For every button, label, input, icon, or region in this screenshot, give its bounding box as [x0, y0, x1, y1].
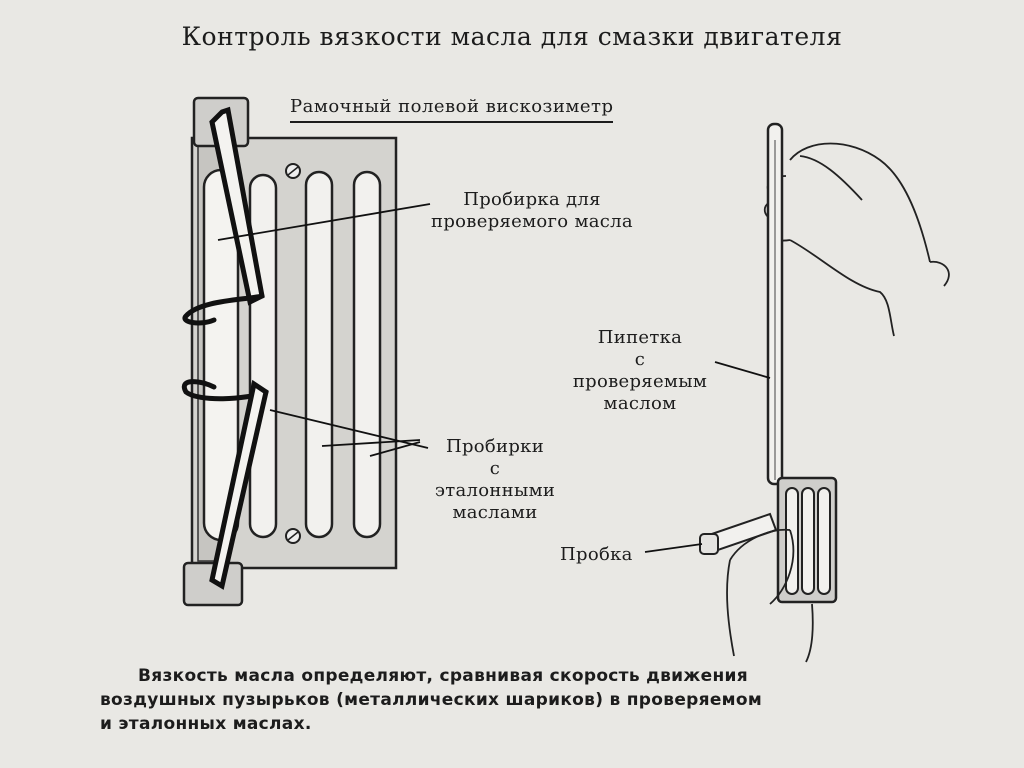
diagram-title: Контроль вязкости масла для смазки двига…: [181, 22, 843, 51]
caption-line: и эталонных маслах.: [100, 714, 312, 734]
label-pipette-line: с проверяемым: [572, 349, 708, 392]
reference-tubes: [248, 170, 382, 539]
label-reference-tubes-line: Пробирки: [445, 436, 545, 457]
hand-top: [763, 142, 950, 337]
label-pipette-line: маслом: [603, 393, 677, 414]
viscometer-subtitle: Рамочный полевой вискозиметр: [290, 96, 614, 123]
wire-clamps: [181, 106, 269, 590]
caption-line: Вязкость масла определяют, сравнивая ско…: [138, 666, 748, 686]
hand-bottom: [726, 528, 814, 663]
caption-line: воздушных пузырьков (металлических шарик…: [100, 690, 763, 710]
leader-lines-left: [217, 203, 431, 457]
label-reference-tubes: Пробирки с эталонными маслами: [430, 436, 560, 524]
label-pipette-line: Пипетка: [597, 327, 683, 348]
label-test-tube-line: Пробирка для: [463, 189, 601, 210]
label-test-tube-line: проверяемого масла: [431, 211, 633, 232]
label-pipette: Пипетка с проверяемым маслом: [565, 327, 715, 415]
label-test-tube: Пробирка для проверяемого масла: [412, 189, 652, 233]
caption: Вязкость масла определяют, сравнивая ско…: [100, 664, 880, 736]
label-cork: Пробка: [560, 544, 633, 565]
label-reference-tubes-line: маслами: [452, 502, 538, 523]
label-reference-tubes-line: с эталонными: [434, 458, 556, 501]
small-viscometer: [776, 476, 838, 604]
cork: [644, 512, 778, 555]
pipette: [714, 122, 784, 486]
